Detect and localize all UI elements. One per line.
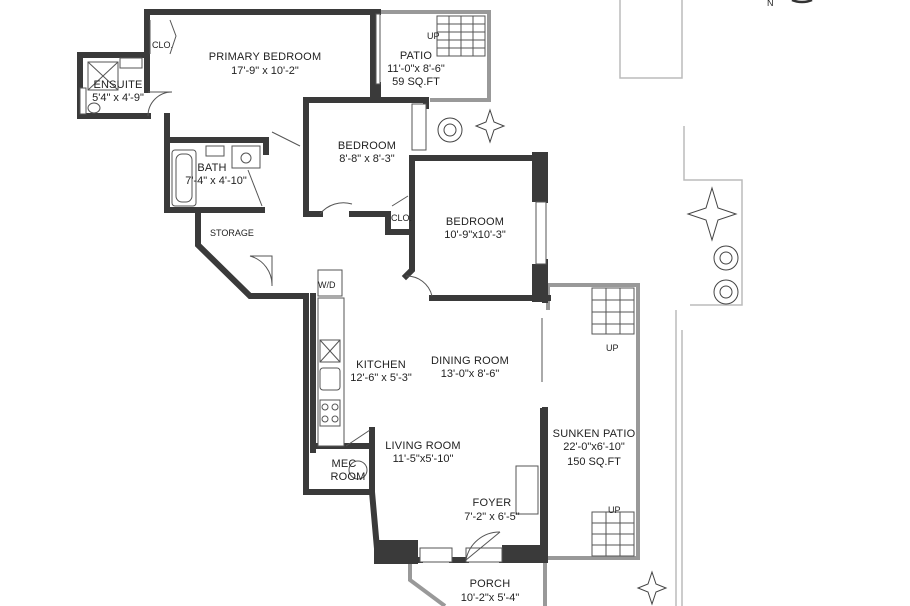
plants: [437, 108, 739, 606]
sunken-patio-name: SUNKEN PATIO: [552, 428, 636, 440]
bath-size: 7'-4" x 4'-10": [185, 175, 247, 187]
foyer-closet: [515, 465, 539, 515]
sink: [319, 367, 341, 391]
mec-tank: [348, 460, 368, 480]
closet-doors: [149, 19, 177, 55]
porch-outline: [408, 560, 547, 606]
patio-outline: [380, 10, 491, 102]
mec-room-name-2: ROOM: [330, 471, 366, 483]
door-swings: [147, 91, 543, 561]
site-lines: [619, 0, 743, 606]
sunken-patio-size: 22'-0"x6'-10": [563, 441, 625, 453]
bedroom-2-size: 8'-8" x 8'-3": [339, 153, 395, 165]
sunken-up-label-1: UP: [606, 343, 619, 353]
patio-stairs: [436, 15, 486, 57]
foyer-size: 7'-2" x 6'-5": [464, 511, 520, 523]
sunken-patio-stairs: [591, 287, 635, 557]
ensuite-toilet: [87, 102, 101, 114]
mec-room-name-1: MEC: [331, 458, 357, 470]
bedroom-3-name: BEDROOM: [445, 216, 505, 228]
bath-toilet-tank: [205, 145, 225, 157]
patio-size: 11'-0"x 8'-6": [387, 63, 445, 75]
ensuite-name: ENSUITE: [93, 79, 143, 91]
dining-room-size: 13'-0"x 8'-6": [440, 368, 500, 380]
windows: [79, 13, 547, 563]
kitchen-name: KITCHEN: [356, 359, 406, 371]
stove: [319, 399, 341, 427]
patio-name: PATIO: [399, 50, 433, 62]
living-room-size: 11'-5"x5'-10": [392, 453, 454, 465]
sunken-up-label-2: UP: [608, 505, 621, 515]
wall-blocks: [374, 152, 548, 564]
north-arrow: [791, 0, 813, 4]
primary-bedroom-size: 17'-9" x 10'-2": [231, 65, 299, 77]
bath-name: BATH: [197, 162, 227, 174]
kitchen-size: 12'-6" x 5'-3": [350, 372, 412, 384]
north-label: N: [767, 0, 774, 8]
washer-dryer: [317, 269, 343, 297]
sunken-patio-area: 150 SQ.FT: [567, 456, 621, 468]
fixtures: [87, 57, 539, 515]
clo-primary-label: CLO.: [152, 40, 174, 50]
ensuite-vanity: [119, 57, 143, 69]
wd-label: W/D: [318, 280, 336, 290]
foyer-name: FOYER: [472, 497, 512, 509]
clo-bedroom-label: CLO.: [391, 213, 413, 223]
primary-bedroom-name: PRIMARY BEDROOM: [208, 51, 322, 63]
storage-name: STORAGE: [210, 228, 254, 238]
ensuite-size: 5'4" x 4'-9": [92, 92, 144, 104]
sunken-patio-outline: [546, 283, 640, 560]
bedroom-2-name: BEDROOM: [337, 140, 397, 152]
patio-area: 59 SQ.FT: [392, 76, 440, 88]
patio-up-label: UP: [427, 31, 440, 41]
dining-room-name: DINING ROOM: [431, 355, 509, 367]
porch-name: PORCH: [469, 578, 511, 590]
porch-size: 10'-2"x 5'-4": [460, 592, 520, 604]
living-room-name: LIVING ROOM: [385, 440, 461, 452]
bedroom-3-size: 10'-9"x10'-3": [444, 229, 506, 241]
